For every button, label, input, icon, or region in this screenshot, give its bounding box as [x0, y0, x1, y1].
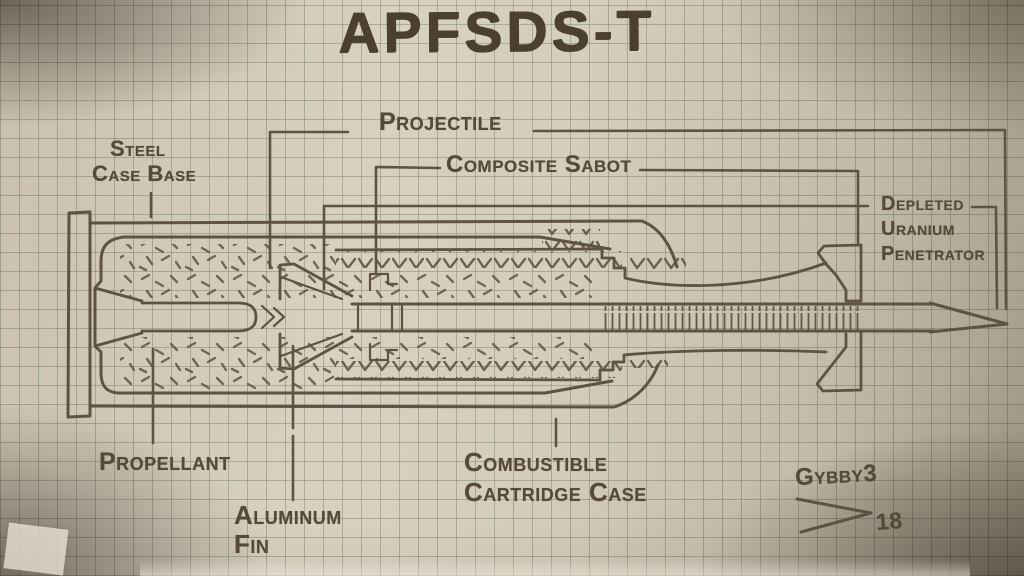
label-depleted-uranium-penetrator: Depleted Uranium Penetrator: [881, 192, 985, 267]
igniter-tube-shape: [93, 286, 286, 348]
label-steel-case-base: Steel Case Base: [92, 136, 196, 186]
penetrator-ribbing: [600, 306, 862, 330]
signature-year: 18: [874, 506, 904, 536]
label-line: Cartridge Case: [464, 477, 647, 507]
table-edge-highlight: [140, 560, 970, 576]
label-line: Depleted: [881, 193, 965, 215]
composite-sabot-shape: [334, 243, 863, 393]
steel-case-base-shape: [66, 210, 92, 419]
sabot-hatching: [336, 229, 686, 378]
leader-projectile: [268, 128, 1008, 311]
signature-flourish-arrow: [795, 497, 873, 534]
label-line: Aluminum: [234, 500, 342, 530]
label-line: Case Base: [92, 161, 197, 186]
cartridge-case-shape: [88, 219, 679, 409]
penetrator-rod-shape: [350, 301, 1009, 334]
label-projectile: Projectile: [379, 108, 502, 136]
label-composite-sabot: Composite Sabot: [446, 151, 632, 178]
label-line: Steel: [110, 136, 166, 161]
cartridge-drawing: [66, 210, 1009, 419]
leader-lines: [149, 128, 1008, 502]
label-line: Combustible: [464, 447, 608, 477]
aluminum-fin-shape: [278, 262, 354, 371]
signature-name: Gybby3: [794, 459, 878, 492]
diagram-title: APFSDS-T: [337, 0, 656, 66]
label-line: Penetrator: [881, 243, 986, 265]
leader-composite-sabot: [374, 165, 860, 274]
label-aluminum-fin: Aluminum Fin: [234, 501, 342, 559]
propellant-hatching: [120, 244, 600, 391]
leader-depleted-uranium: [322, 204, 999, 310]
label-line: Fin: [234, 529, 270, 559]
label-line: Uranium: [881, 218, 955, 240]
label-combustible-cartridge-case: Combustible Cartridge Case: [464, 447, 647, 507]
label-propellant: Propellant: [99, 448, 231, 476]
